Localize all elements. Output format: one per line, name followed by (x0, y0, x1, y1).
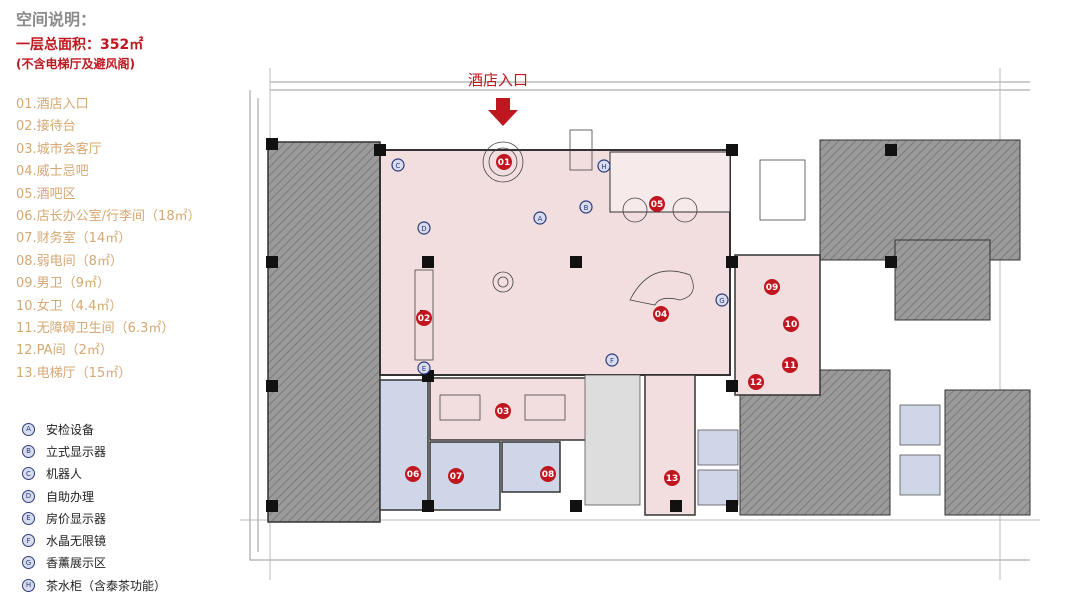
legend-label: 香薰展示区 (46, 556, 107, 571)
room-item: 03.城市会客厅 (16, 141, 102, 157)
space-title: 空间说明： (16, 10, 97, 29)
equipment-marker-c: C (391, 158, 405, 172)
room-item: 11.无障碍卫生间（6.3㎡） (16, 320, 175, 336)
svg-text:04: 04 (655, 310, 668, 320)
svg-text:B: B (584, 204, 589, 212)
equipment-marker-d: D (417, 221, 431, 235)
room-marker-12: 12 (748, 374, 764, 390)
equipment-marker-b: B (579, 200, 593, 214)
room-marker-05: 05 (649, 196, 665, 212)
legend-badge: F (22, 534, 35, 548)
room-item: 02.接待台 (16, 119, 76, 135)
floor-plan: 酒店入口 01 02 03 04 05 06 07 08 09 10 11 12… (240, 68, 1040, 580)
furniture (414, 129, 806, 421)
equipment-markers: A B C D E F G H (391, 158, 729, 375)
room-item: 12.PA间（2㎡） (16, 343, 113, 359)
equipment-marker-e: E (417, 361, 431, 375)
svg-text:D: D (421, 225, 426, 233)
room-item: 10.女卫（4.4㎡） (16, 298, 123, 314)
room-list: 01.酒店入口 02.接待台 03.城市会客厅 04.威士忌吧 05.酒吧区 0… (16, 94, 201, 385)
legend-item: G 香薰展示区 (22, 552, 166, 574)
legend-badge: B (22, 444, 35, 458)
svg-text:G: G (719, 297, 724, 305)
office-room (379, 379, 429, 511)
equipment-marker-f: F (605, 353, 619, 367)
room-item: 13.电梯厅（15㎡） (16, 365, 132, 381)
svg-text:C: C (396, 162, 401, 170)
room-marker-07: 07 (448, 468, 464, 484)
legend-item: B 立式显示器 (22, 440, 166, 462)
elevator-hall (644, 374, 696, 516)
hatched-areas (267, 139, 1031, 523)
room-item: 05.酒吧区 (16, 186, 76, 202)
svg-text:01: 01 (498, 158, 511, 168)
legend-label: 机器人 (46, 467, 83, 482)
room-item: 06.店长办公室/行李间（18㎡） (16, 208, 201, 224)
room-item: 07.财务室（14㎡） (16, 231, 132, 247)
legend-badge: A (22, 422, 35, 436)
room-marker-03: 03 (495, 403, 511, 419)
room-marker-02: 02 (416, 310, 432, 326)
legend-badge: D (22, 489, 35, 503)
legend-item: H 茶水柜（含泰茶功能） (22, 574, 166, 596)
svg-text:09: 09 (766, 283, 779, 293)
svg-text:07: 07 (450, 472, 463, 482)
room-marker-06: 06 (405, 466, 421, 482)
legend-label: 茶水柜（含泰茶功能） (46, 578, 167, 593)
legend-item: C 机器人 (22, 463, 166, 485)
room-marker-11: 11 (782, 357, 798, 373)
room-marker-08: 08 (540, 466, 556, 482)
legend-badge: C (22, 467, 35, 481)
svg-text:11: 11 (784, 361, 797, 371)
equipment-marker-h: H (597, 159, 611, 173)
legend-item: D 自助办理 (22, 485, 166, 507)
svg-text:10: 10 (785, 320, 798, 330)
room-marker-09: 09 (764, 279, 780, 295)
room-markers: 01 02 03 04 05 06 07 08 09 10 11 12 13 (405, 154, 799, 486)
room-item: 01.酒店入口 (16, 97, 89, 112)
room-marker-13: 13 (664, 470, 680, 486)
total-area: 一层总面积：352㎡ (16, 37, 144, 53)
equipment-marker-a: A (533, 211, 547, 225)
legend-item: A 安检设备 (22, 418, 166, 440)
room-marker-01: 01 (496, 154, 512, 170)
entrance-arrow (488, 98, 518, 126)
legend-label: 安检设备 (46, 422, 95, 437)
entrance-label: 酒店入口 (468, 71, 528, 89)
svg-text:12: 12 (750, 378, 763, 388)
restroom-block (734, 254, 821, 396)
room-item: 09.男卫（9㎡） (16, 276, 110, 292)
finance-room (429, 441, 501, 511)
svg-text:E: E (422, 365, 426, 373)
svg-text:05: 05 (651, 200, 664, 210)
legend-badge: E (22, 511, 35, 525)
legend-badge: G (22, 556, 35, 570)
svg-text:F: F (610, 357, 614, 365)
equipment-marker-g: G (715, 293, 729, 307)
svg-text:A: A (538, 215, 543, 223)
room-item: 04.威士忌吧 (16, 164, 89, 180)
structural-columns (266, 138, 897, 512)
area-note: (不含电梯厅及避风阁) (16, 57, 135, 71)
room-item: 08.弱电间（8㎡） (16, 253, 123, 269)
svg-text:H: H (601, 163, 606, 171)
legend-label: 立式显示器 (46, 444, 107, 459)
room-marker-04: 04 (653, 306, 669, 322)
legend-item: F 水晶无限镜 (22, 529, 166, 551)
legend-label: 自助办理 (46, 489, 95, 504)
legend-item: E 房价显示器 (22, 507, 166, 529)
stairs (584, 374, 941, 506)
svg-text:06: 06 (407, 470, 420, 480)
svg-text:08: 08 (542, 470, 555, 480)
bar-room (609, 151, 731, 213)
legend-label: 房价显示器 (46, 511, 107, 526)
svg-text:03: 03 (497, 407, 510, 417)
legend-badge: H (22, 578, 35, 592)
room-marker-10: 10 (783, 316, 799, 332)
svg-text:13: 13 (666, 474, 679, 484)
legend-label: 水晶无限镜 (46, 534, 107, 549)
svg-text:02: 02 (418, 314, 431, 324)
